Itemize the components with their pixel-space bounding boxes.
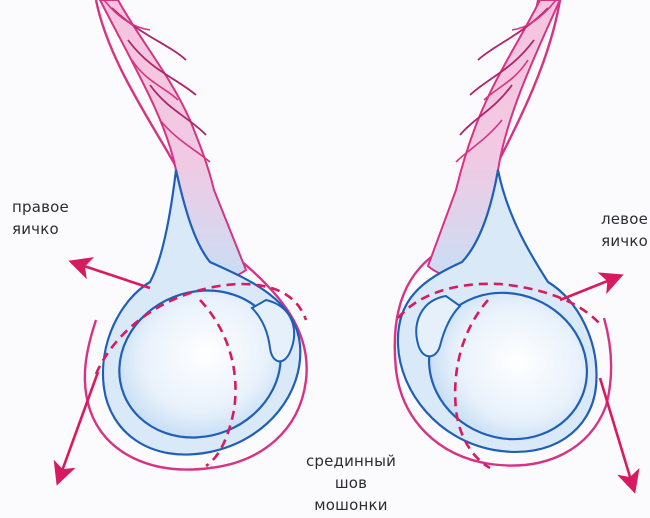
- label-median-raphe-line-3: мошонки: [300, 494, 402, 516]
- label-left-testis-line-1: левое: [601, 208, 648, 230]
- label-median-raphe-line-2: шов: [300, 472, 402, 494]
- label-left-testis: левое яичко: [601, 208, 648, 252]
- left-arrow-up: [560, 276, 620, 300]
- label-right-testis: правое яичко: [12, 196, 69, 240]
- right-testis-group: [58, 0, 307, 482]
- right-arrow-down: [58, 372, 98, 482]
- left-arrow-down: [600, 378, 634, 490]
- left-testis-group: [395, 0, 634, 490]
- label-right-testis-line-1: правое: [12, 196, 69, 218]
- label-left-testis-line-2: яичко: [601, 230, 648, 252]
- label-median-raphe: срединный шов мошонки: [300, 450, 402, 516]
- label-right-testis-line-2: яичко: [12, 218, 69, 240]
- right-arrow-up: [72, 262, 150, 288]
- label-median-raphe-line-1: срединный: [300, 450, 402, 472]
